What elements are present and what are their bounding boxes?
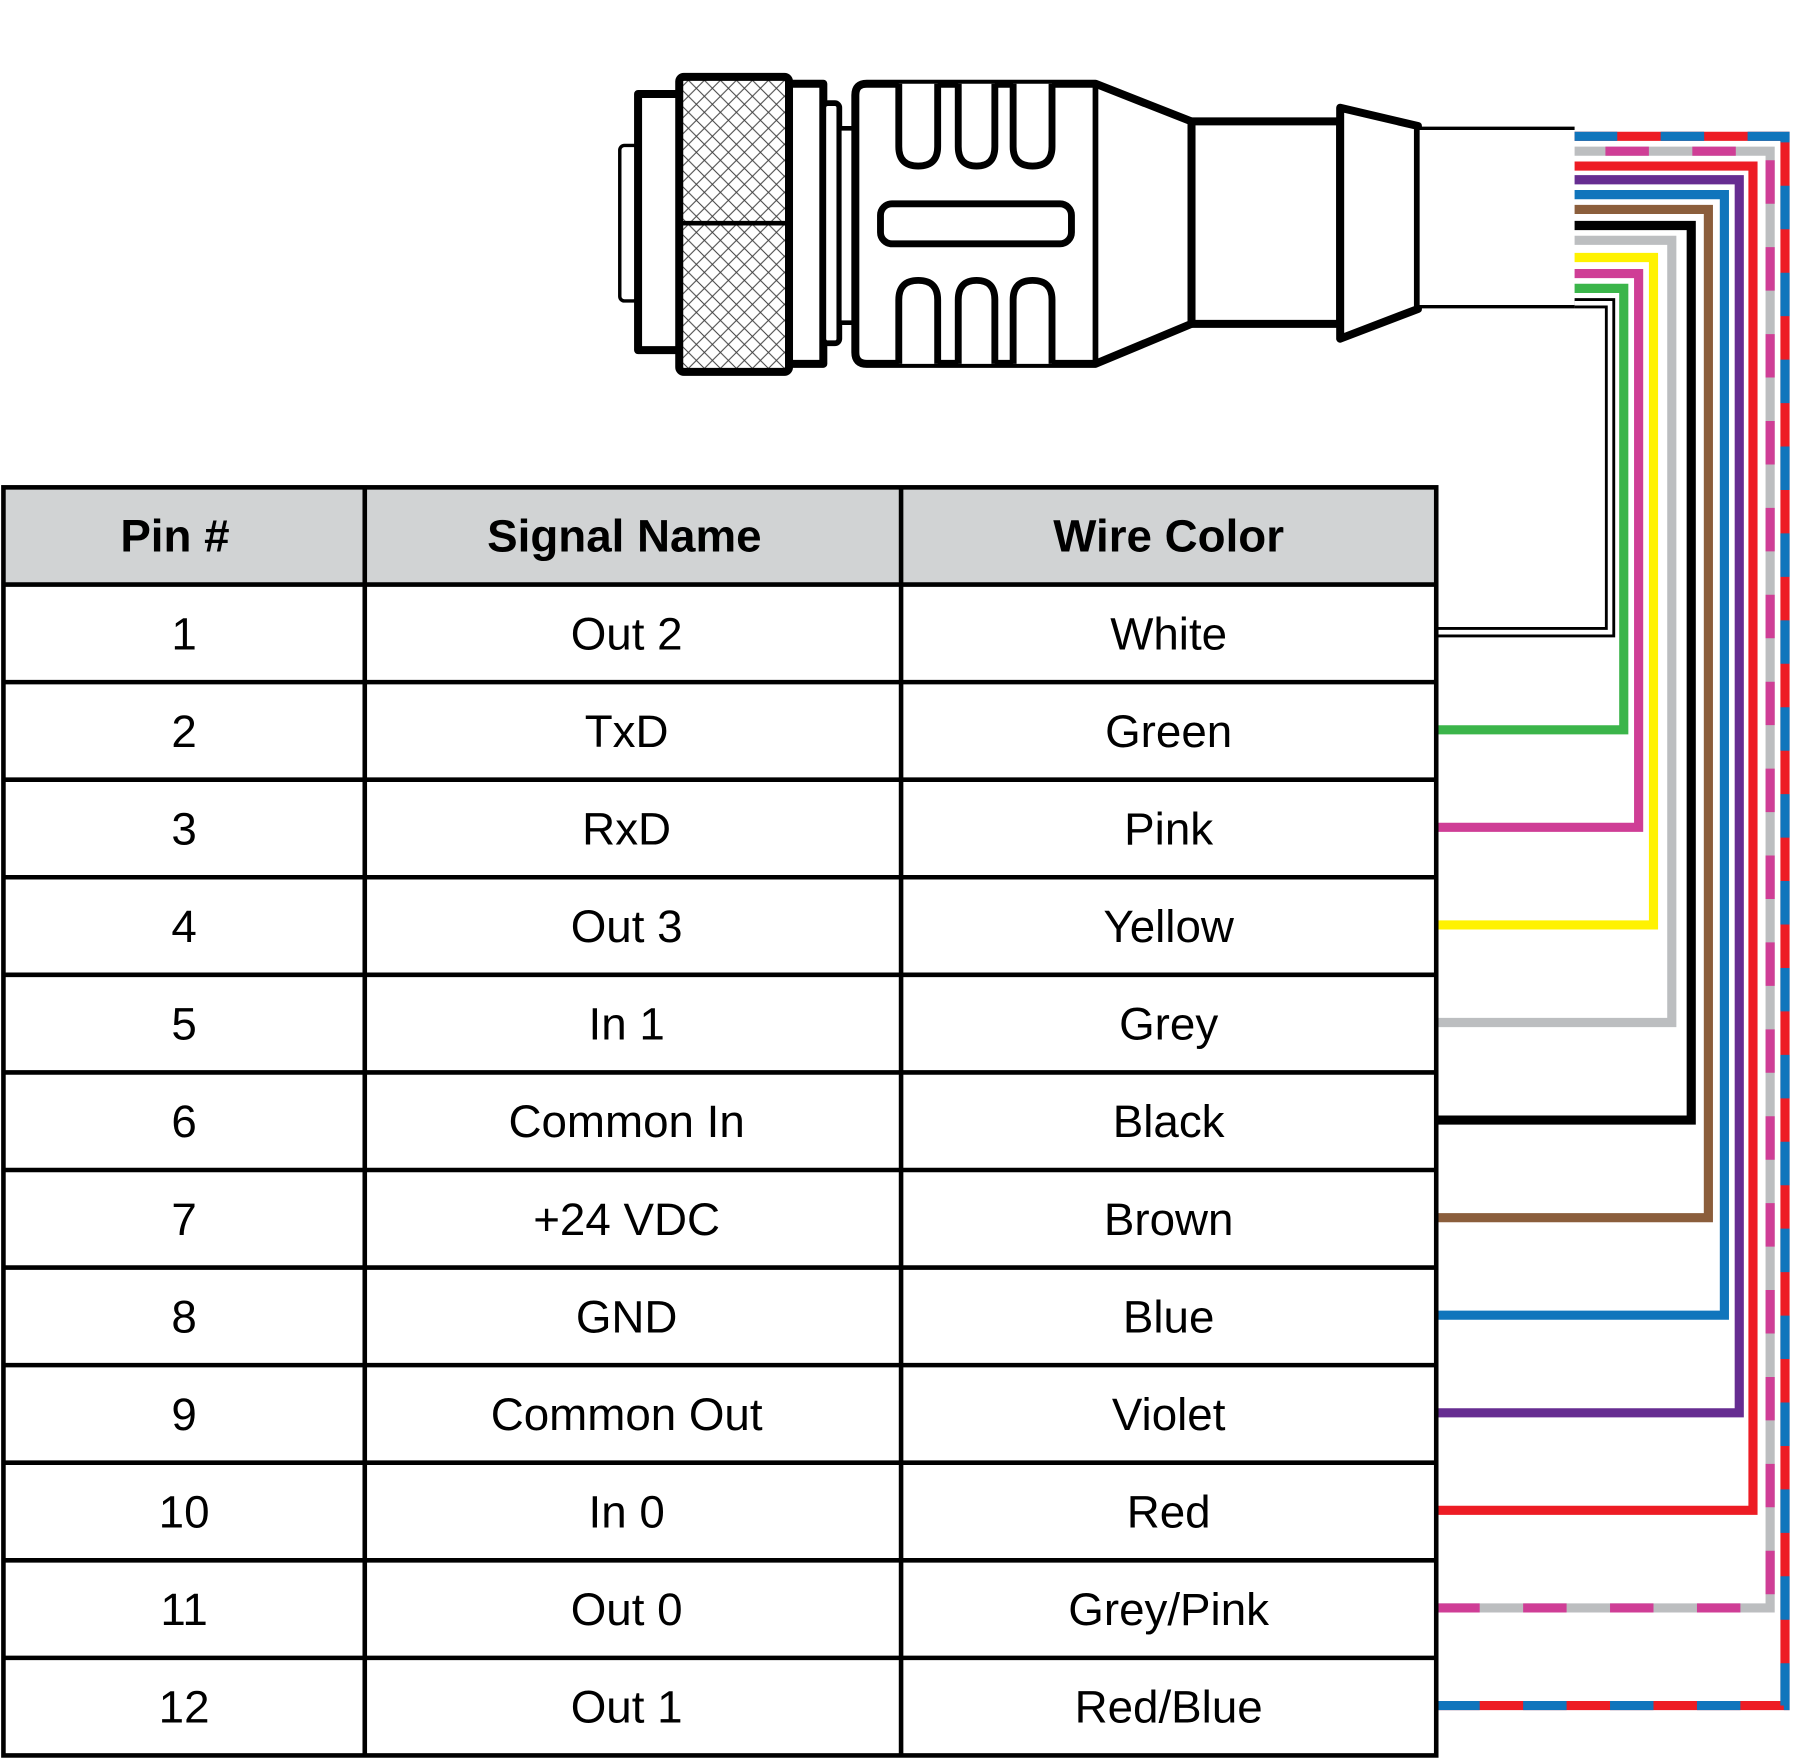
connector-face	[634, 89, 686, 355]
table-row: 9 Common Out Violet	[171, 1389, 1225, 1440]
table-row: 7 +24 VDC Brown	[171, 1194, 1233, 1245]
wire-brown	[1436, 203, 1715, 1224]
pin-number: 4	[171, 901, 196, 952]
signal-name: Common In	[508, 1096, 744, 1147]
table-header-bg	[3, 487, 1437, 585]
wire-color-name: Blue	[1123, 1291, 1215, 1342]
wire-color-name: Violet	[1112, 1389, 1226, 1440]
table-row: 8 GND Blue	[171, 1291, 1214, 1342]
table-row: 4 Out 3 Yellow	[171, 901, 1234, 952]
strain-relief	[1336, 103, 1422, 343]
header-wire-color: Wire Color	[1053, 510, 1284, 561]
pin-number: 1	[171, 608, 196, 659]
grip-grooves	[877, 83, 1075, 364]
table-row: 5 In 1 Grey	[171, 999, 1218, 1050]
wire-color-name: Red	[1127, 1487, 1211, 1538]
wire-blue	[1436, 188, 1731, 1322]
table-row: 6 Common In Black	[171, 1096, 1224, 1147]
signal-name: Common Out	[491, 1389, 763, 1440]
wire-green	[1436, 282, 1631, 737]
header-signal-name: Signal Name	[487, 510, 761, 561]
wire-pink	[1436, 267, 1645, 834]
signal-name: +24 VDC	[533, 1194, 720, 1245]
wire-color-name: Green	[1105, 706, 1232, 757]
wire-red	[1436, 159, 1760, 1517]
cable-jacket	[1416, 126, 1575, 309]
signal-name: Out 2	[571, 608, 683, 659]
connector-sleeve	[1187, 117, 1345, 328]
wire-grey	[1436, 234, 1679, 1029]
pin-number: 9	[171, 1389, 196, 1440]
connector-ring	[785, 79, 828, 368]
pin-number: 11	[160, 1584, 207, 1635]
signal-name: In 0	[589, 1487, 665, 1538]
wire-color-name: White	[1110, 608, 1227, 659]
signal-name: In 1	[589, 999, 665, 1050]
wire-red-blue	[1436, 130, 1792, 1712]
wire-stripe	[1436, 131, 1790, 1711]
wire-violet	[1436, 173, 1746, 1420]
wire-color-name: Pink	[1124, 803, 1213, 854]
wire-color-name: Yellow	[1103, 901, 1234, 952]
wire-stripe	[1436, 146, 1775, 1613]
wire-leads	[1436, 130, 1792, 1712]
m12-connector-illustration	[618, 72, 1575, 376]
signal-name: Out 3	[571, 901, 683, 952]
wire-white	[1436, 298, 1616, 638]
pin-number: 3	[171, 803, 196, 854]
table-border	[1, 485, 1439, 1758]
pin-number: 12	[159, 1682, 210, 1733]
pin-number: 5	[171, 999, 196, 1050]
table-row: 10 In 0 Red	[159, 1487, 1211, 1538]
wire-color-name: Grey	[1119, 999, 1218, 1050]
table-row: 1 Out 2 White	[171, 608, 1227, 659]
pin-number: 2	[171, 706, 196, 757]
table-row: 2 TxD Green	[171, 706, 1232, 757]
signal-name: Out 1	[571, 1682, 683, 1733]
wire-black	[1436, 219, 1698, 1127]
table-row: 3 RxD Pink	[171, 803, 1213, 854]
wire-color-name: Grey/Pink	[1068, 1584, 1269, 1635]
wire-color-name: Brown	[1104, 1194, 1234, 1245]
pin-number: 6	[171, 1096, 196, 1147]
pin-number: 7	[171, 1194, 196, 1245]
pin-number: 10	[159, 1487, 210, 1538]
pin-number: 8	[171, 1291, 196, 1342]
table-row: 12 Out 1 Red/Blue	[159, 1682, 1263, 1733]
signal-name: TxD	[585, 706, 669, 757]
table-row: 11 Out 0 Grey/Pink	[160, 1584, 1269, 1635]
signal-name: Out 0	[571, 1584, 683, 1635]
signal-name: GND	[576, 1291, 678, 1342]
wire-grey-pink	[1436, 144, 1777, 1615]
signal-name: RxD	[582, 803, 671, 854]
pinout-table: Pin # Signal Name Wire Color 1 Out 2 White 2 Tx…	[1, 485, 1439, 1758]
wire-yellow	[1436, 251, 1660, 932]
header-pin: Pin #	[120, 510, 229, 561]
wire-color-name: Black	[1113, 1096, 1225, 1147]
wire-color-name: Red/Blue	[1075, 1682, 1263, 1733]
